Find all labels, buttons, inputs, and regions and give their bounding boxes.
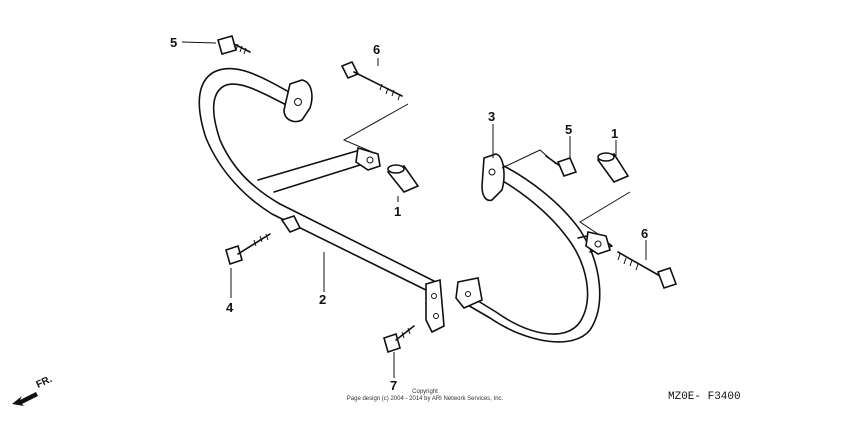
callout-4: 4 — [226, 300, 234, 315]
callout-6-left: 6 — [373, 42, 380, 57]
bolt-6-right[interactable] — [617, 251, 678, 290]
callout-2: 2 — [319, 292, 326, 307]
bolt-7[interactable] — [383, 325, 415, 354]
copyright-text: Page design (c) 2004 - 2014 by ARI Netwo… — [346, 396, 504, 402]
callout-3: 3 — [488, 109, 495, 124]
copyright-title: Copyright — [412, 389, 438, 395]
callout-numbers: 5 6 1 4 2 7 3 5 1 6 — [170, 35, 648, 393]
bolt-6-left[interactable] — [340, 60, 403, 101]
leader-lines — [181, 41, 647, 378]
figure-code: MZ0E- F3400 — [668, 391, 741, 403]
callout-7: 7 — [390, 378, 397, 393]
collar-1-right[interactable] — [596, 152, 630, 183]
callout-6-right: 6 — [641, 226, 648, 241]
collar-1-left[interactable] — [386, 164, 420, 193]
left-engine-guard[interactable] — [198, 67, 445, 334]
front-direction-indicator: FR. — [10, 372, 70, 417]
bolt-5-left[interactable] — [217, 35, 251, 55]
front-arrow-icon: FR. — [12, 374, 54, 406]
bolt-4[interactable] — [225, 233, 271, 266]
front-direction-label: FR. — [35, 374, 54, 391]
copyright-notice: Copyright Page design (c) 2004 - 2014 by… — [300, 389, 550, 403]
right-engine-guard[interactable] — [455, 153, 613, 343]
callout-1-right: 1 — [611, 126, 618, 141]
callout-1-left: 1 — [394, 204, 401, 219]
callout-5-left: 5 — [170, 35, 177, 50]
alignment-lines — [342, 103, 631, 235]
callout-5-right: 5 — [565, 122, 572, 137]
